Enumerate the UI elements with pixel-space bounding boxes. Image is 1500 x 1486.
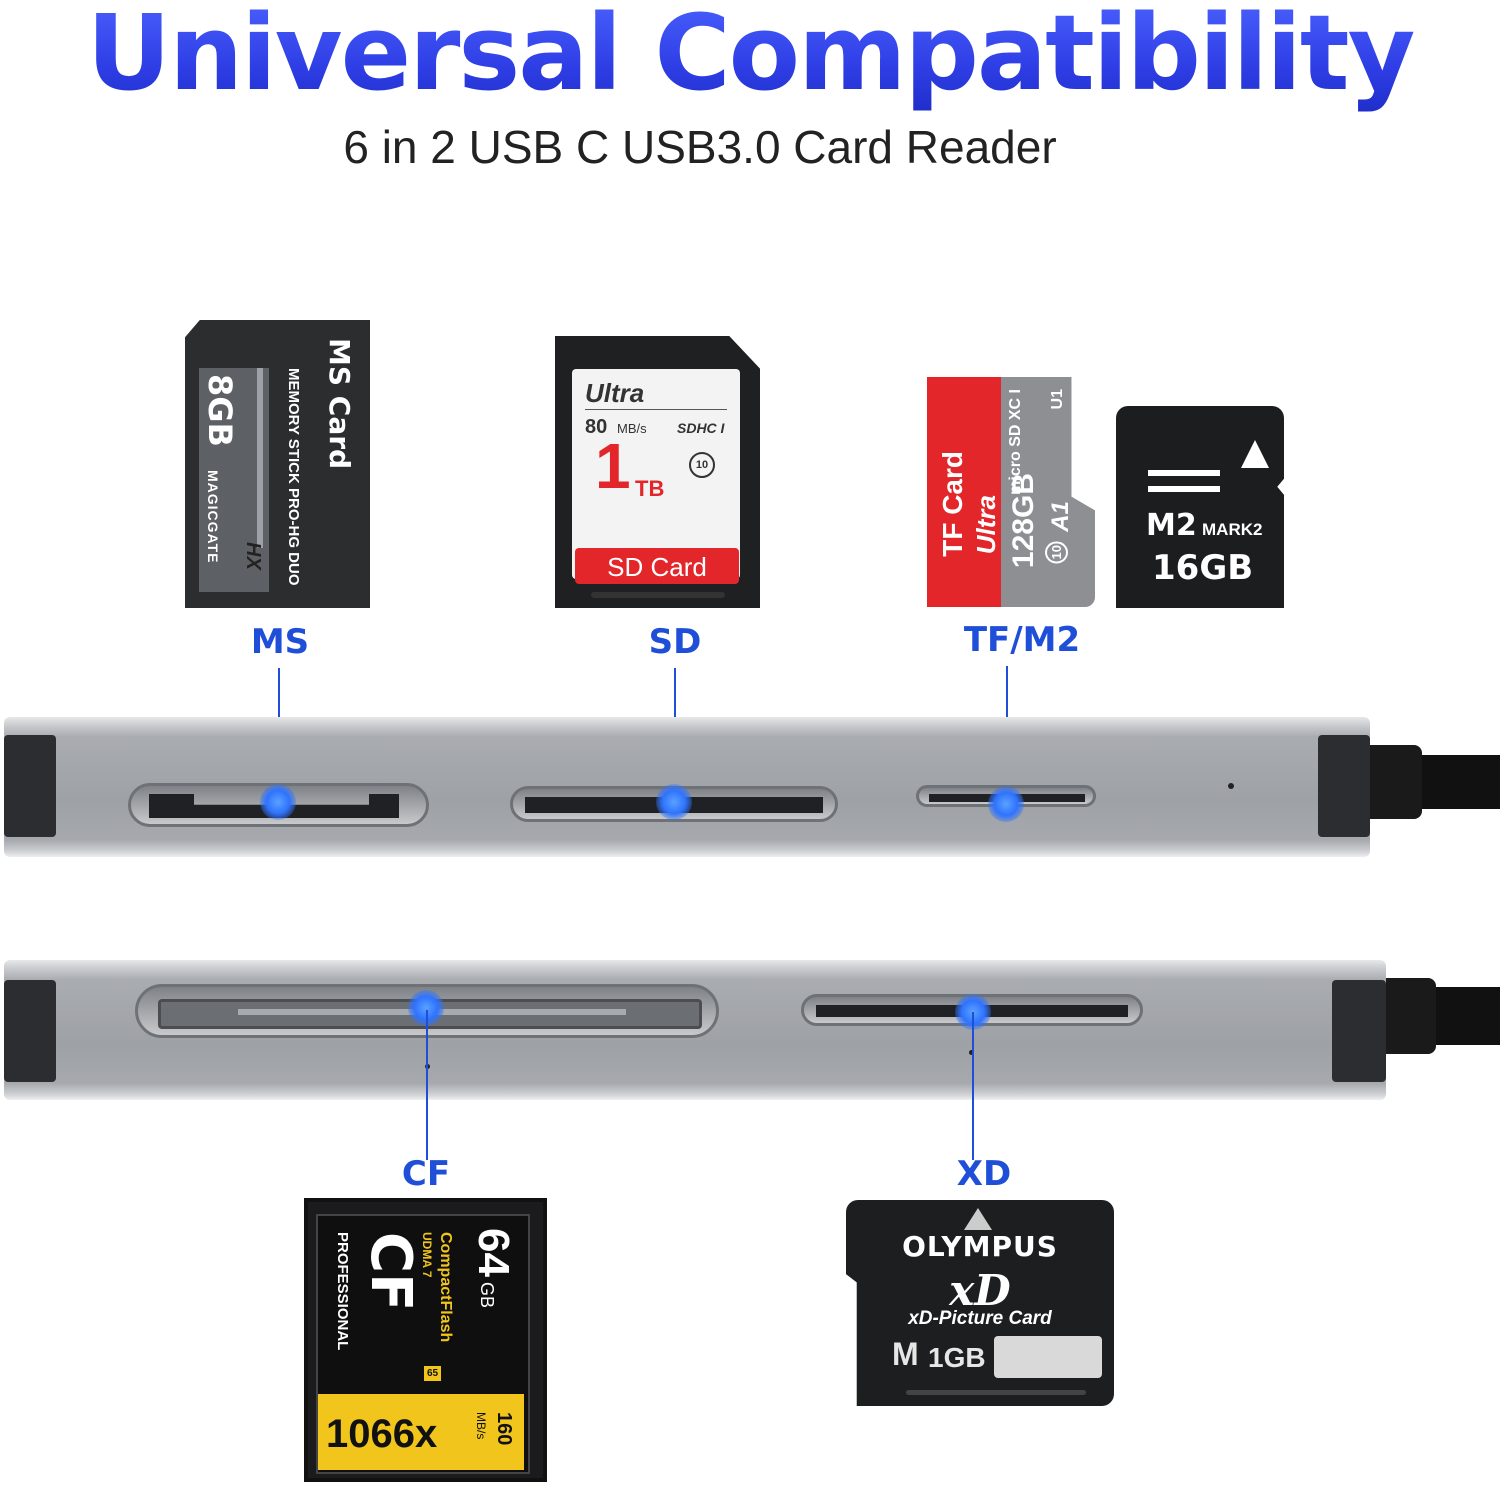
tf-card-class: 10 (1045, 541, 1068, 564)
ms-card-image: 8GB MAGICGATE HX MEMORY STICK PRO-HG DUO… (185, 320, 370, 608)
cf-card-capacity-unit: GB (477, 1282, 497, 1309)
cf-card-type: PROFESSIONAL (334, 1232, 351, 1351)
m2-card-sub: MARK2 (1202, 520, 1263, 539)
tf-m2-slot-marker (988, 786, 1024, 822)
xd-card-image: OLYMPUS xD xD-Picture Card M 1GB (846, 1200, 1114, 1406)
sd-card-speed: 80 (585, 416, 608, 438)
sd-slot-marker (656, 784, 692, 820)
ms-slot-marker (260, 784, 296, 820)
m2-card-capacity: 16GB (1152, 548, 1254, 588)
ms-card-capacity: 8GB (201, 374, 239, 447)
bottom-reader-right-cap (1332, 980, 1386, 1082)
xd-pointer-line (972, 1012, 974, 1160)
cf-card-vpg: 65 (424, 1366, 442, 1381)
slot-label-tf-m2: TF/M2 (963, 620, 1081, 660)
tf-card-capacity: 128GB (1007, 473, 1040, 569)
sd-card-capacity-num: 1 (595, 430, 631, 502)
tf-card-title: TF Card (937, 451, 968, 557)
sd-card-logo: SDHC I (677, 420, 725, 436)
tf-card-image: TF Card Ultra micro SD XC I 128GB U1 A1 … (927, 377, 1095, 607)
cf-pointer-line (426, 1010, 428, 1160)
tf-card-brand: Ultra (971, 495, 1001, 555)
page-title: Universal Compatibility (0, 0, 1500, 114)
sd-card-image: Ultra 80 MB/s SDHC I 1 TB 10 SD Card (555, 336, 760, 608)
ms-card-badge: HX (242, 542, 264, 570)
m2-card-model: M2 (1146, 508, 1197, 543)
sd-card-label: SD Card (607, 552, 707, 582)
sd-card-capacity-unit: TB (635, 476, 665, 501)
slot-label-xd: XD (956, 1154, 1012, 1194)
xd-card-model: M (892, 1336, 919, 1372)
slot-label-ms: MS (250, 622, 310, 662)
bottom-reader-left-cap (4, 980, 56, 1082)
cf-card-mode: UDMA 7 (420, 1232, 434, 1278)
slot-label-sd: SD (648, 622, 702, 662)
cf-card-letters: CF (358, 1232, 423, 1312)
m2-card-image: M2 MARK2 16GB (1116, 406, 1284, 608)
top-reader-led (1228, 783, 1234, 789)
ms-card-title: MS Card (323, 338, 356, 470)
ms-card-line: MEMORY STICK PRO-HG DUO (285, 368, 302, 586)
sd-card-class: 10 (689, 452, 715, 478)
sd-card-brand: Ultra (585, 378, 645, 408)
xd-card-brand: OLYMPUS (902, 1230, 1058, 1263)
cf-card-rate: 160 (493, 1412, 515, 1446)
tf-card-a-rating: A1 (1047, 501, 1074, 532)
cf-card-image: 64 GB CompactFlash UDMA 7 65 CF PROFESSI… (304, 1198, 547, 1482)
bottom-reader-led-2 (969, 1050, 974, 1055)
slot-label-cf: CF (401, 1154, 451, 1194)
page-subtitle: 6 in 2 USB C USB3.0 Card Reader (343, 121, 1057, 173)
xd-card-logo: xD (949, 1266, 1011, 1315)
cf-card-speed: 1066x (326, 1412, 438, 1456)
sd-card-speed-unit: MB/s (617, 421, 647, 436)
xd-card-capacity: 1GB (928, 1342, 986, 1373)
xd-card-name: xD-Picture Card (908, 1308, 1052, 1329)
top-reader-right-cap (1318, 735, 1370, 837)
cf-card-rate-unit: MB/s (474, 1412, 488, 1440)
top-reader-left-cap (4, 735, 56, 837)
tf-card-u-rating: U1 (1049, 389, 1066, 410)
cf-card-capacity-num: 64 (469, 1228, 518, 1277)
ms-card-brand: MAGICGATE (205, 470, 221, 564)
cf-card-brand: CompactFlash (437, 1232, 454, 1343)
